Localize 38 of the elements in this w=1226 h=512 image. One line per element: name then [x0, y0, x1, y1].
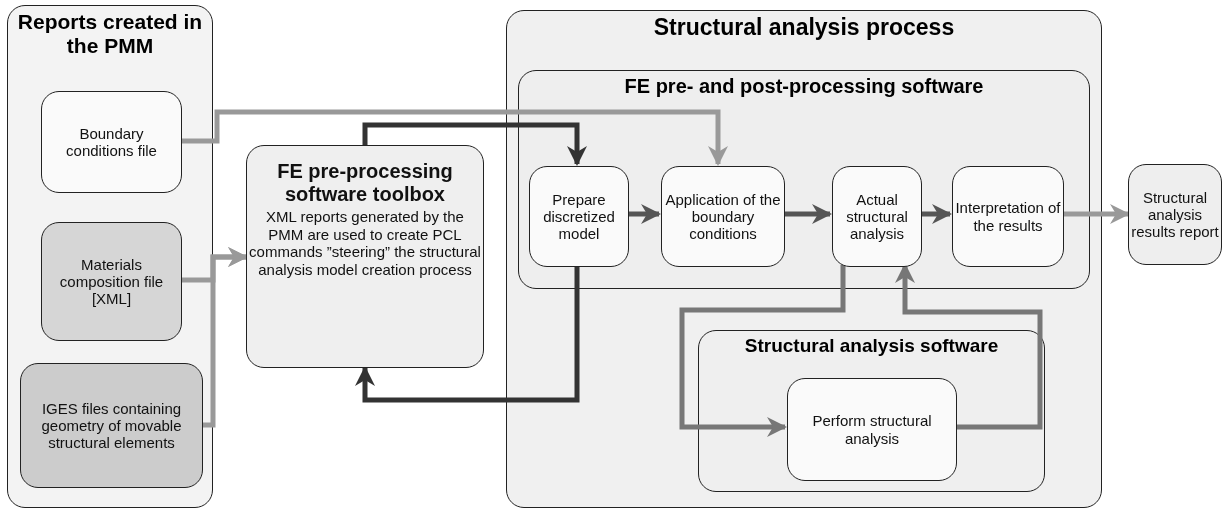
- group-title: Reports created in the PMM: [16, 10, 204, 58]
- connector-arrow: [920, 204, 952, 224]
- connector-arrow: [202, 247, 248, 428]
- box-label: Boundary conditions file: [65, 124, 158, 160]
- box-label: IGES files containing geometry of movable structural elements: [40, 399, 183, 452]
- box-description: XML reports generated by the PMM are used to create PCL commands ”steering” the structural analysis model creation process: [248, 208, 482, 279]
- box-label: Interpretation of the results: [955, 199, 1061, 234]
- process-box: [952, 166, 1064, 267]
- process-box: [832, 166, 922, 267]
- connector-arrow: [783, 204, 832, 224]
- box-label: Materials composition file [XML]: [58, 255, 165, 308]
- process-box: [1128, 164, 1222, 265]
- connector-arrow: [355, 265, 580, 403]
- process-box: [787, 378, 957, 481]
- process-box: [20, 363, 203, 488]
- group-container: [518, 70, 1090, 289]
- group-title: FE pre- and post-processing software: [623, 75, 985, 98]
- group-container: [506, 10, 1102, 508]
- group-container: [7, 5, 213, 508]
- connector-arrow: [362, 122, 587, 166]
- box-title: FE pre-processing software toolbox: [276, 160, 454, 206]
- process-box: [246, 145, 484, 368]
- box-label: Actual structural analysis: [845, 190, 909, 243]
- process-box: [41, 91, 182, 193]
- process-box: [661, 166, 785, 267]
- process-box: [41, 222, 182, 341]
- group-title: Structural analysis software: [743, 335, 1000, 357]
- connector-arrow: [181, 109, 728, 166]
- group-title: Structural analysis process: [652, 15, 956, 41]
- box-label: Perform structural analysis: [811, 412, 933, 447]
- process-box: [529, 166, 629, 267]
- group-container: [698, 330, 1045, 492]
- connector-arrow: [1062, 204, 1130, 224]
- connector-arrow: [679, 265, 846, 437]
- box-label: Prepare discretized model: [542, 190, 616, 243]
- box-label: Structural analysis results report: [1131, 188, 1219, 241]
- box-label: Application of the boundary conditions: [664, 190, 782, 243]
- connector-arrow: [627, 204, 661, 224]
